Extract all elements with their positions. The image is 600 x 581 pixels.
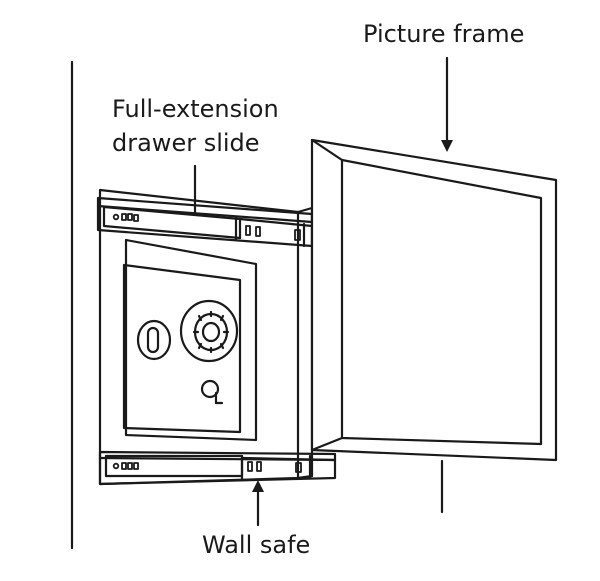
top-drawer-slide bbox=[96, 196, 314, 248]
wall-safe bbox=[122, 238, 258, 442]
wall-safe-label: Wall safe bbox=[202, 531, 311, 559]
drawer-slide-label-line2: drawer slide bbox=[112, 129, 260, 157]
bottom-slide-rivets bbox=[112, 461, 302, 473]
bottom-drawer-slide bbox=[98, 450, 337, 486]
picture-frame bbox=[310, 138, 558, 462]
picture-frame-arrow bbox=[441, 56, 453, 152]
wall-safe-arrow bbox=[252, 480, 264, 527]
combination-dial-icon bbox=[179, 299, 239, 363]
drawer-slide-label-line1: Full-extension bbox=[112, 95, 279, 123]
picture-frame-label: Picture frame bbox=[363, 20, 525, 48]
safe-handle bbox=[136, 319, 172, 361]
keyhole-icon bbox=[200, 379, 224, 405]
top-slide-rivets bbox=[112, 213, 301, 241]
